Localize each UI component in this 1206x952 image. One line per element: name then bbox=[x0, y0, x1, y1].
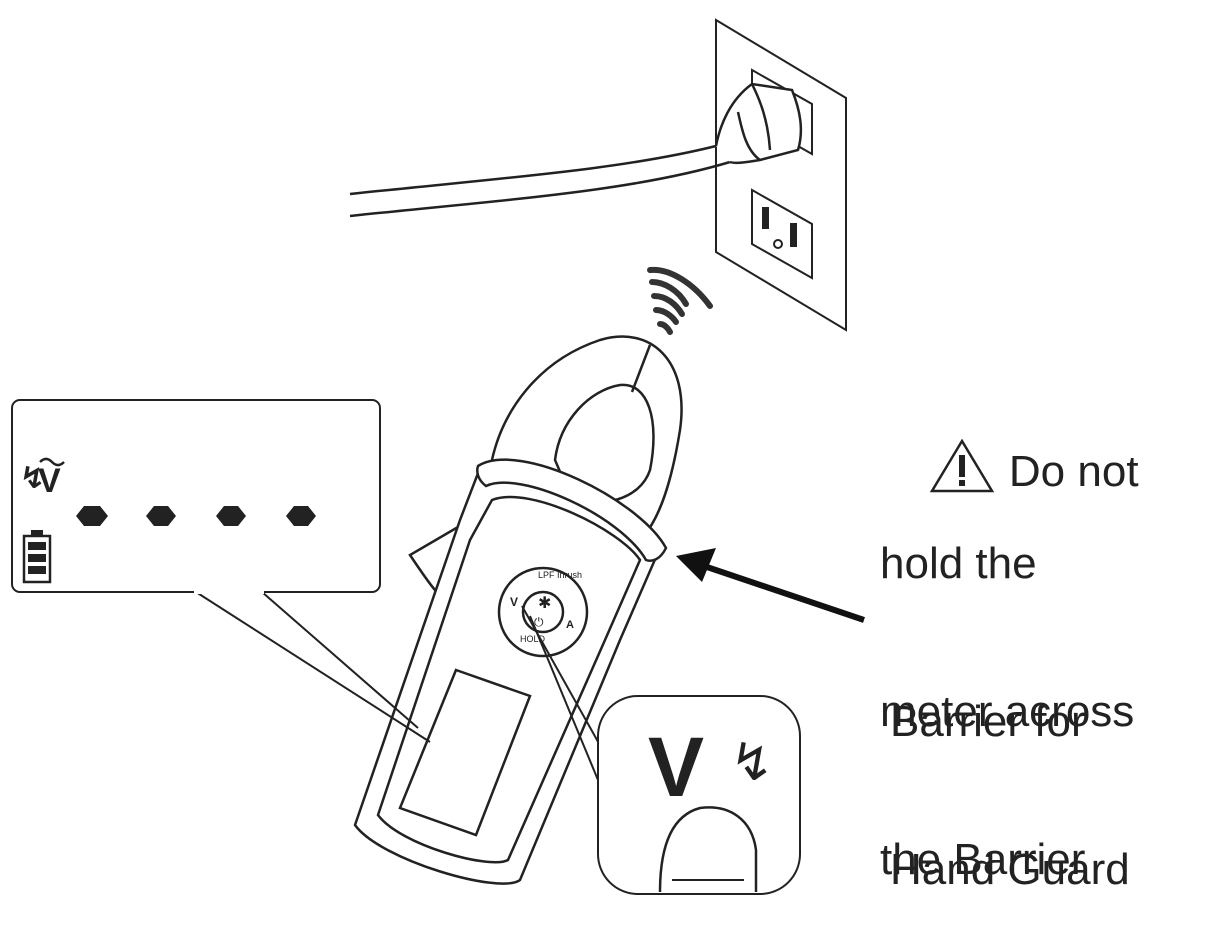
lcd-callout: ↯ V bbox=[11, 399, 431, 743]
warning-line-3: meter across bbox=[880, 687, 1135, 736]
svg-text:V: V bbox=[510, 595, 518, 609]
dial-label-top: LPF Inrush bbox=[538, 570, 582, 580]
clamp-meter: LPF Inrush HOLD V ✱ ⏻ A bbox=[353, 335, 683, 885]
clamp-meter-diagram: LPF Inrush HOLD V ✱ ⏻ A ↯ V bbox=[11, 18, 865, 895]
svg-text:↯: ↯ bbox=[730, 733, 774, 793]
voltage-alert-icon: ↯ V bbox=[20, 457, 65, 500]
signal-waves-icon bbox=[647, 266, 713, 335]
svg-text:✱: ✱ bbox=[538, 593, 551, 612]
barrier-arrow bbox=[676, 548, 865, 623]
voltage-alert-icon: V bbox=[648, 720, 704, 814]
barrier-label-block: Barrier for Hand Guard bbox=[890, 612, 1130, 952]
warning-triangle-icon bbox=[929, 438, 995, 493]
battery-icon bbox=[22, 530, 52, 584]
wall-outlet bbox=[715, 18, 847, 332]
svg-text:A: A bbox=[566, 619, 574, 631]
dial-callout: V ↯ bbox=[521, 605, 801, 895]
power-cord bbox=[349, 82, 803, 218]
lcd-dashes bbox=[76, 506, 316, 526]
svg-text:↯: ↯ bbox=[20, 461, 45, 496]
warning-text-block: Do not hold the meter across the Barrier bbox=[880, 306, 1139, 942]
barrier-line-1: Barrier for bbox=[890, 697, 1086, 746]
warning-line-1: Do not bbox=[1008, 447, 1139, 496]
dial-label-bottom: HOLD bbox=[520, 634, 546, 644]
barrier-line-2: Hand Guard bbox=[890, 845, 1130, 894]
warning-line-2: hold the bbox=[880, 539, 1037, 588]
svg-text:⏻: ⏻ bbox=[534, 615, 544, 629]
warning-line-4: the Barrier bbox=[880, 835, 1086, 884]
svg-text:V: V bbox=[38, 462, 61, 500]
